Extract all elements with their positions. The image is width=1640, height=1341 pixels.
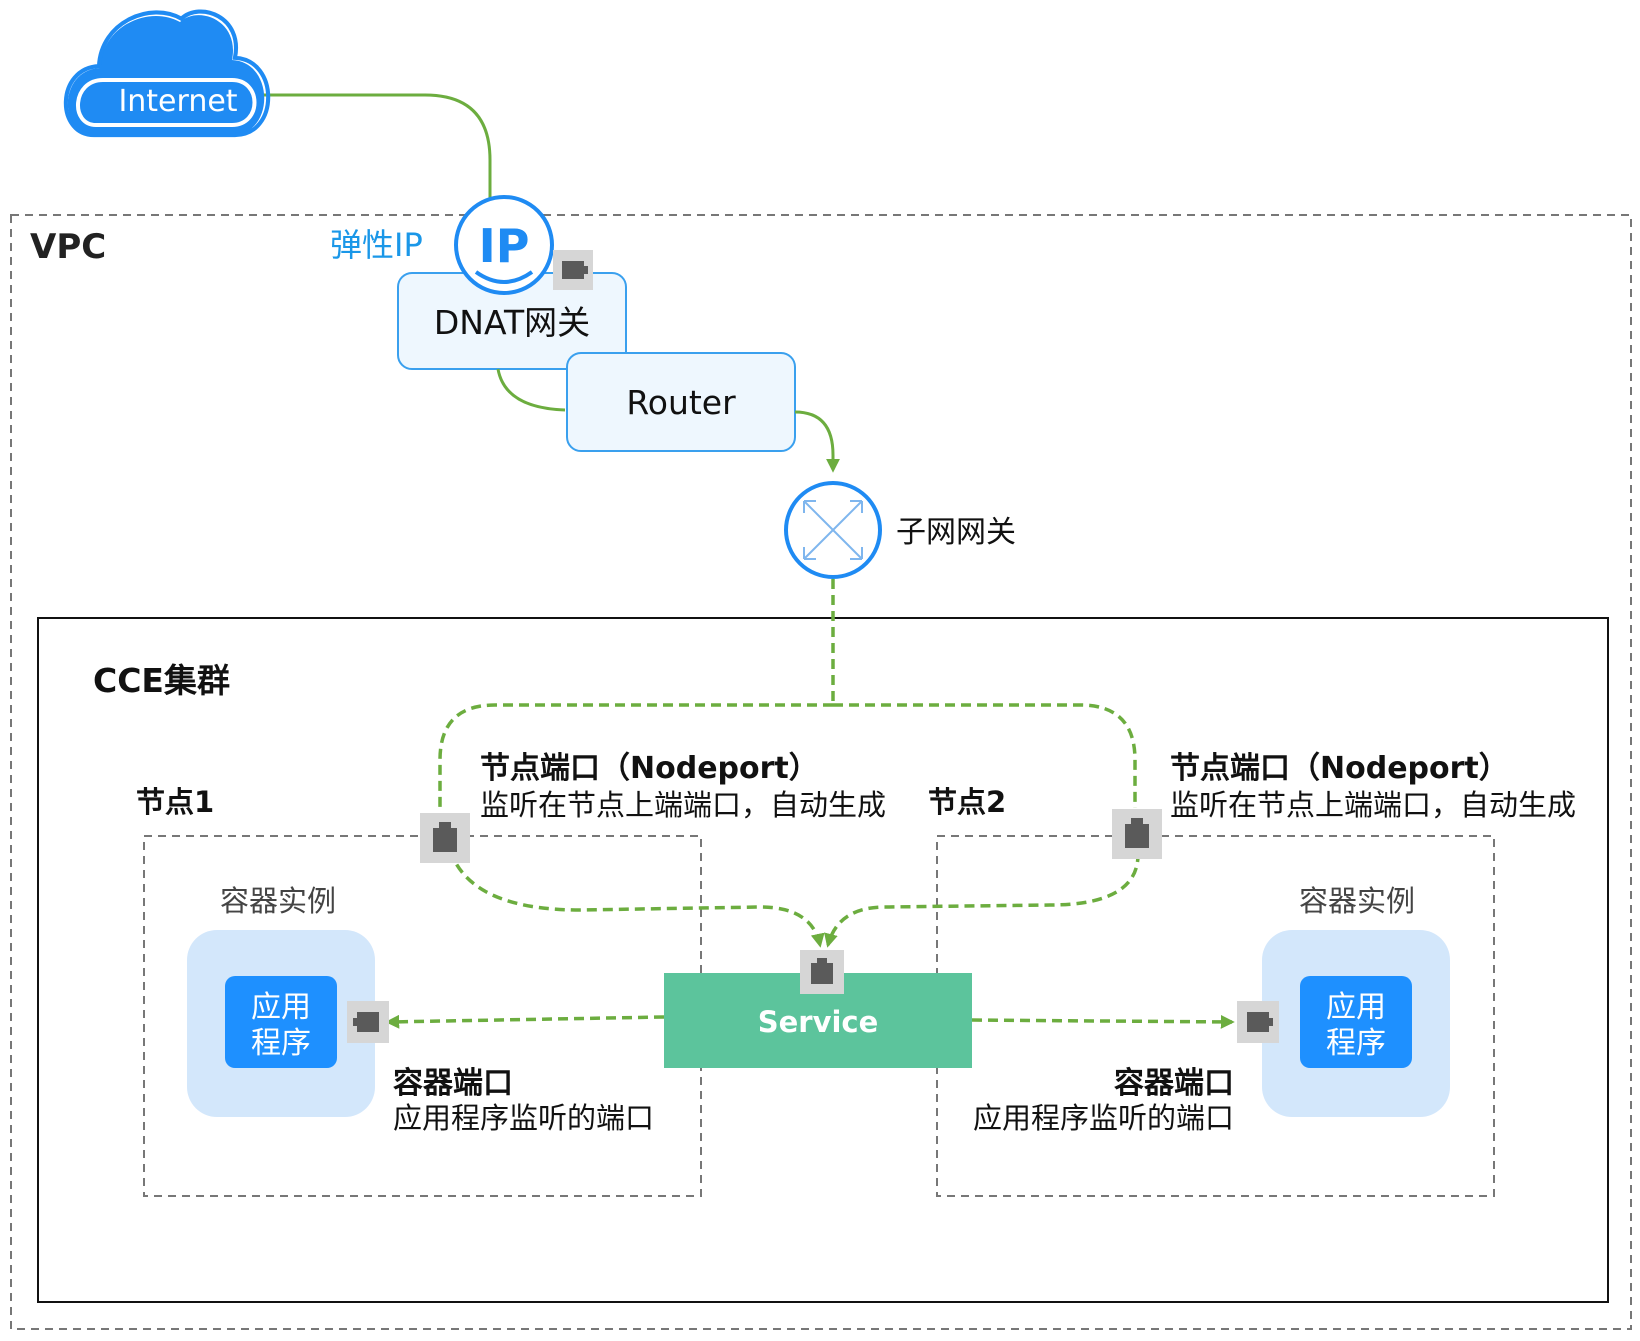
node2-nodeport-desc: 监听在节点上端端口，自动生成 <box>1170 788 1576 822</box>
node2-container-port-title: 容器端口 <box>1114 1066 1234 1101</box>
node2-container-label: 容器实例 <box>1299 884 1415 918</box>
node2-nodeport-icon <box>1112 809 1162 859</box>
node1-nodeport-icon <box>420 813 470 863</box>
vpc-label: VPC <box>30 227 106 267</box>
internet-label: Internet <box>118 84 237 119</box>
node2-nodeport-title: 节点端口（Nodeport） <box>1170 751 1509 786</box>
node2-container-port-desc: 应用程序监听的端口 <box>973 1101 1234 1135</box>
service-port-icon <box>800 950 844 994</box>
node1-container-label: 容器实例 <box>220 884 336 918</box>
router-label: Router <box>626 383 736 422</box>
internet-link <box>262 93 492 200</box>
node2-app-box <box>1300 976 1412 1068</box>
node2-label: 节点2 <box>928 785 1006 819</box>
dnat-port-icon <box>553 250 593 290</box>
node1-app-box <box>225 976 337 1068</box>
node1-nodeport-desc: 监听在节点上端端口，自动生成 <box>480 788 886 822</box>
eip-label: 弹性IP <box>330 226 423 264</box>
node2-container-port-icon <box>1237 1001 1279 1043</box>
node2-app-label-1: 应用 <box>1326 990 1386 1025</box>
router-subnet-link <box>794 410 840 473</box>
cce-cluster-boundary <box>37 617 1609 1303</box>
vpc-boundary <box>10 214 1632 1330</box>
internet-cloud-icon <box>63 9 271 138</box>
node1-app-label-2: 程序 <box>251 1026 311 1061</box>
node2-app-label-2: 程序 <box>1326 1026 1386 1061</box>
node1-nodeport-title: 节点端口（Nodeport） <box>480 751 819 786</box>
node1-label: 节点1 <box>136 785 214 819</box>
node1-container-port-icon <box>347 1001 389 1043</box>
node1-container-port-title: 容器端口 <box>393 1066 513 1101</box>
router-box <box>566 352 796 452</box>
node1-app-label-1: 应用 <box>251 990 311 1025</box>
svg-text:IP: IP <box>479 219 530 273</box>
node1-boundary <box>143 835 702 1197</box>
dnat-router-link <box>496 368 566 412</box>
subnet-gateway-icon <box>784 481 882 579</box>
traffic-paths <box>385 579 1235 1029</box>
node1-container-port-desc: 应用程序监听的端口 <box>393 1101 654 1135</box>
dnat-label: DNAT网关 <box>434 303 590 342</box>
subnet-gateway-label: 子网网关 <box>896 515 1016 550</box>
cluster-label: CCE集群 <box>93 661 230 700</box>
service-label: Service <box>758 1005 879 1039</box>
elastic-ip-icon: IP <box>454 195 554 295</box>
